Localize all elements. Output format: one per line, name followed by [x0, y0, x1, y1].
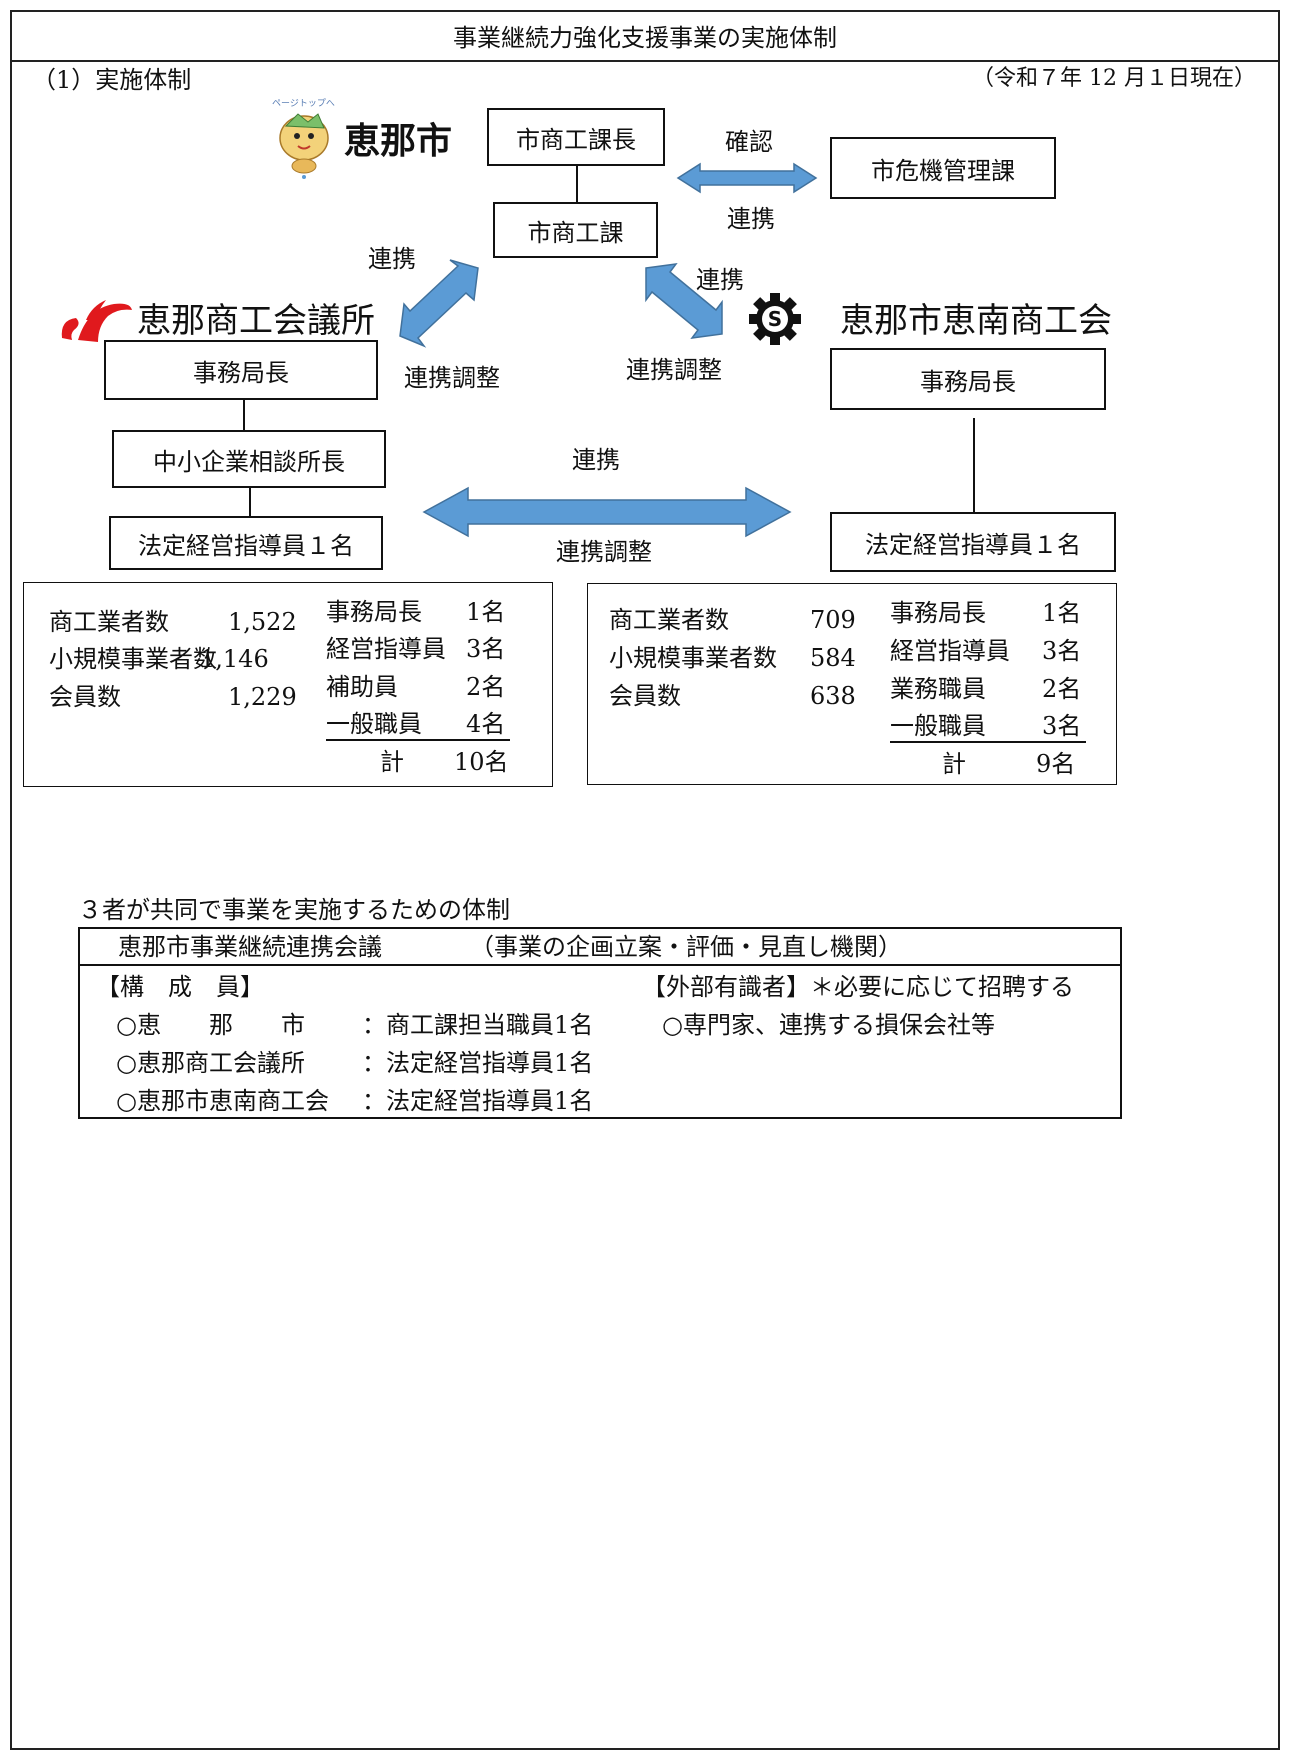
left-stat-value: 1,229 [228, 683, 297, 711]
experts-label: 【外部有識者】＊必要に応じて招聘する [642, 973, 1074, 1001]
city-crisis-arrow [676, 162, 818, 194]
right-stat-label: 商工業者数 [609, 606, 729, 634]
right-staff-label: 事務局長 [890, 599, 986, 627]
city-chief-box: 市商工課長 [487, 108, 665, 166]
connector-line [973, 418, 975, 512]
middle-arrow-bottom-label: 連携調整 [556, 538, 652, 566]
page-title-text: 事業継続力強化支援事業の実施体制 [453, 23, 837, 52]
connector-line [249, 488, 251, 516]
right-staff-label: 一般職員 [890, 712, 986, 740]
middle-arrow-top-label: 連携 [572, 446, 620, 474]
council-name: 恵那市事業継続連携会議 [118, 933, 382, 961]
confirm-label: 確認 [725, 128, 773, 156]
left-total-value: 10名 [454, 748, 509, 776]
right-diagonal-arrow [645, 263, 723, 339]
member-role: ：商工課担当職員1名 [362, 1011, 594, 1039]
council-role: （事業の企画立案・評価・見直し機関） [470, 933, 902, 961]
right-director-box: 事務局長 [830, 348, 1106, 410]
left-diagonal-arrow [399, 259, 479, 348]
city-name: 恵那市 [344, 121, 453, 162]
middle-horizontal-arrow [422, 486, 792, 538]
right-staff-value: 1名 [1042, 599, 1082, 627]
left-arrow-bottom-label: 連携調整 [404, 364, 500, 392]
right-stat-value: 638 [810, 682, 856, 710]
members-label: 【構 成 員】 [96, 973, 264, 1001]
left-stat-label: 小規模事業者数 [49, 645, 217, 673]
joint-heading: ３者が共同で事業を実施するための体制 [78, 896, 510, 924]
right-arrow-bottom-label: 連携調整 [626, 356, 722, 384]
right-director-label: 事務局長 [920, 367, 1016, 396]
right-advisor-box: 法定経営指導員１名 [830, 512, 1116, 572]
city-division-label: 市商工課 [527, 218, 624, 247]
member-org: ○恵 那 市 [116, 1011, 305, 1039]
svg-text:S: S [768, 307, 782, 331]
right-staff-value: 2名 [1042, 675, 1082, 703]
right-staff-label: 業務職員 [890, 675, 986, 703]
left-stat-value: 1,522 [228, 608, 297, 636]
city-division-box: 市商工課 [493, 202, 658, 258]
member-org: ○恵那市恵南商工会 [116, 1087, 329, 1115]
mascot-badge-text: ページトップへ [272, 98, 335, 109]
date-note: （令和７年 12 月１日現在） [972, 66, 1256, 91]
council-divider [78, 964, 1122, 966]
left-stat-value: 1,146 [200, 645, 269, 673]
left-advisor-box: 法定経営指導員１名 [109, 516, 383, 570]
right-staff-underline [890, 741, 1086, 743]
section-label: （1）実施体制 [32, 66, 192, 94]
left-staff-label: 事務局長 [326, 598, 422, 626]
right-chamber-name: 恵那市恵南商工会 [840, 301, 1112, 341]
shokokai-logo-icon: S [749, 293, 801, 345]
member-role: ：法定経営指導員1名 [362, 1049, 594, 1077]
left-stat-label: 会員数 [49, 683, 121, 711]
left-staff-label: 補助員 [326, 673, 398, 701]
left-sme-head-label: 中小企業相談所長 [153, 447, 345, 476]
right-staff-label: 経営指導員 [890, 637, 1010, 665]
right-staff-value: 3名 [1042, 712, 1082, 740]
left-stats-box [23, 582, 553, 787]
left-total-label: 計 [380, 748, 404, 776]
crisis-dept-box: 市危機管理課 [830, 137, 1056, 199]
council-box [78, 927, 1122, 1119]
chamber-logo-icon [61, 300, 132, 342]
mascot-icon: ページトップへ [272, 98, 335, 179]
left-staff-value: 3名 [466, 635, 506, 663]
left-sme-head-box: 中小企業相談所長 [112, 430, 386, 488]
right-stat-value: 709 [810, 606, 856, 634]
connector-line [576, 166, 578, 202]
left-chamber-name: 恵那商工会議所 [137, 301, 375, 341]
page-title: 事業継続力強化支援事業の実施体制 [10, 10, 1280, 62]
left-director-box: 事務局長 [104, 340, 378, 400]
left-advisor-label: 法定経営指導員１名 [138, 531, 354, 560]
left-staff-value: 1名 [466, 598, 506, 626]
right-stat-label: 小規模事業者数 [609, 644, 777, 672]
left-director-label: 事務局長 [193, 358, 289, 387]
left-staff-value: 4名 [466, 710, 506, 738]
member-role: ：法定経営指導員1名 [362, 1087, 594, 1115]
connector-line [243, 400, 245, 430]
right-total-label: 計 [942, 750, 966, 778]
experts-list: ○専門家、連携する損保会社等 [662, 1011, 995, 1039]
left-arrow-top-label: 連携 [368, 245, 416, 273]
right-advisor-label: 法定経営指導員１名 [865, 530, 1081, 559]
left-staff-label: 一般職員 [326, 710, 422, 738]
right-arrow-top-label: 連携 [696, 266, 744, 294]
crisis-dept-label: 市危機管理課 [871, 156, 1015, 185]
city-chief-label: 市商工課長 [516, 125, 636, 154]
left-staff-label: 経営指導員 [326, 635, 446, 663]
right-stats-box [587, 583, 1117, 785]
left-stat-label: 商工業者数 [49, 608, 169, 636]
left-staff-value: 2名 [466, 673, 506, 701]
member-org: ○恵那商工会議所 [116, 1049, 305, 1077]
city-link-label: 連携 [727, 205, 775, 233]
right-staff-value: 3名 [1042, 637, 1082, 665]
left-staff-underline [326, 739, 510, 741]
right-stat-label: 会員数 [609, 682, 681, 710]
right-total-value: 9名 [1036, 750, 1076, 778]
right-stat-value: 584 [810, 644, 856, 672]
